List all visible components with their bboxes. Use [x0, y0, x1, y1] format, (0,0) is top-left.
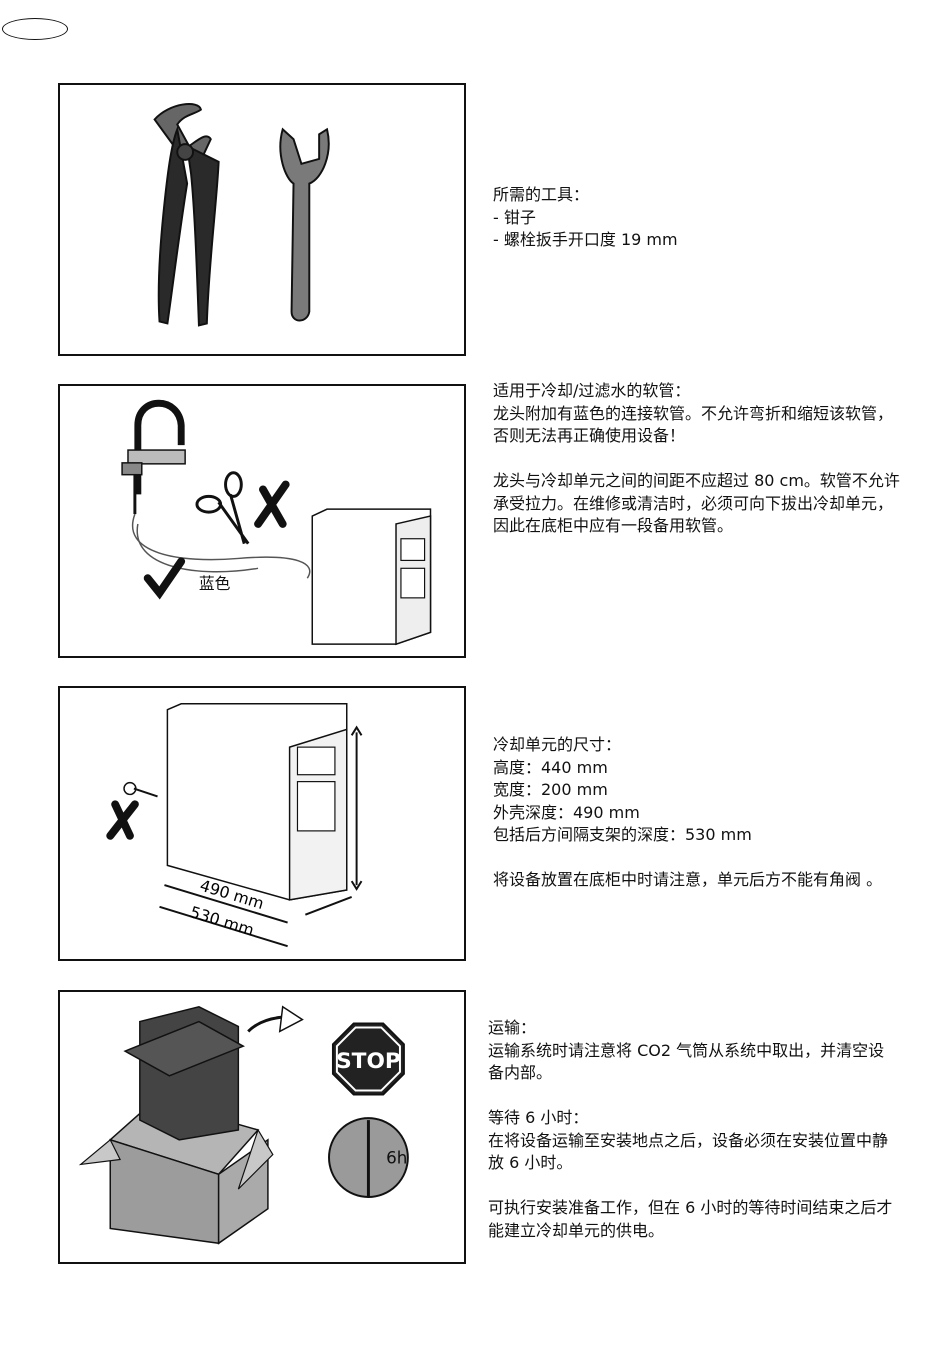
- total-depth-dim-line: [159, 905, 288, 948]
- dimensions-figure: 490 mm 530 mm: [58, 686, 466, 961]
- clock-label: 6h: [386, 1147, 407, 1167]
- hose-figure: 蓝色: [58, 384, 466, 658]
- pliers-icon: [153, 103, 220, 327]
- width-dim-line: [305, 895, 353, 916]
- hose-text: 适用于冷却/过滤水的软管： 龙头附加有蓝色的连接软管。不允许弯折和缩短该软管，否…: [493, 381, 900, 535]
- check-icon: [143, 557, 186, 600]
- angle-valve-icon: [123, 781, 158, 798]
- dimensions-text: 冷却单元的尺寸： 高度：440 mm 宽度：200 mm 外壳深度：490 mm…: [493, 735, 883, 889]
- clock-icon: 6h: [328, 1117, 409, 1198]
- cooling-unit-icon: [311, 508, 432, 646]
- transport-text: 运输： 运输系统时请注意将 CO2 气筒从系统中取出，并清空设备内部。 等待 6…: [488, 1018, 893, 1240]
- box-icon: [78, 1005, 304, 1245]
- tools-figure: [58, 83, 466, 356]
- cross-icon: [254, 480, 290, 528]
- faucet-icon: [121, 399, 186, 515]
- tools-text: 所需的工具： - 钳子 - 螺栓扳手开口度 19 mm: [493, 185, 678, 249]
- transport-figure: STOP 6h: [58, 990, 466, 1264]
- blue-label: 蓝色: [199, 574, 231, 593]
- cross-icon: [106, 800, 139, 840]
- stop-label: STOP: [336, 1049, 401, 1074]
- language-badge: [2, 18, 68, 40]
- stop-sign-icon: STOP: [331, 1022, 405, 1096]
- depth-dim-line: [164, 884, 288, 924]
- wrench-icon: [279, 127, 330, 322]
- scissors-icon: [195, 471, 250, 545]
- cooling-unit-icon: [166, 703, 348, 901]
- hose-line-2: [136, 523, 259, 573]
